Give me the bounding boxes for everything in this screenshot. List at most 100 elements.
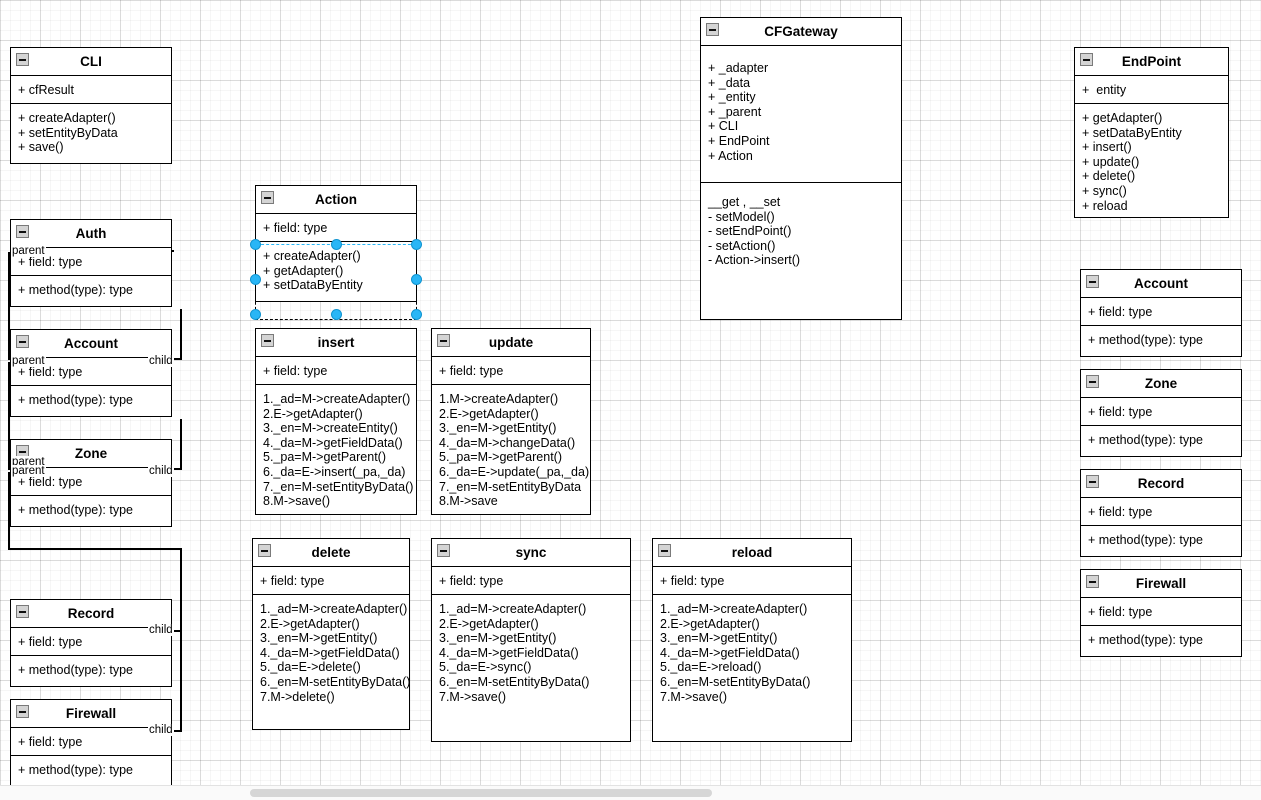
operation-row: 1._ad=M->createAdapter() (260, 602, 408, 616)
operation-row: 1.M->createAdapter() (439, 392, 559, 406)
resize-handle-bottom-center[interactable] (331, 309, 342, 320)
class-box-delete[interactable]: delete + field: type 1._ad=M->createAdap… (252, 538, 410, 730)
class-attributes-update: + field: type (432, 357, 590, 385)
class-box-update[interactable]: update + field: type 1.M->createAdapter(… (431, 328, 591, 515)
class-box-cli[interactable]: CLI + cfResult + createAdapter() + setEn… (10, 47, 172, 164)
class-box-firewall-right[interactable]: Firewall + field: type + method(type): t… (1080, 569, 1242, 657)
minus-box-icon[interactable] (1086, 575, 1099, 588)
resize-handle-top-left[interactable] (250, 239, 261, 250)
class-operations-account-right: + method(type): type (1081, 326, 1241, 355)
class-box-endpoint[interactable]: EndPoint + entity + getAdapter() + setDa… (1074, 47, 1229, 218)
class-header-update: update (432, 329, 590, 357)
minus-box-icon[interactable] (437, 334, 450, 347)
edge-label-parent: parent (11, 355, 46, 367)
class-attributes-cli: + cfResult (11, 76, 171, 104)
class-name-record-left: Record (67, 606, 115, 621)
class-operations-zone-left: + method(type): type (11, 496, 171, 525)
minus-box-icon[interactable] (1086, 375, 1099, 388)
connector-zone-record-vert-left (8, 472, 10, 550)
minus-box-icon[interactable] (16, 705, 29, 718)
class-box-firewall-left[interactable]: Firewall + field: type + method(type): t… (10, 699, 172, 787)
resize-handle-middle-right[interactable] (411, 274, 422, 285)
class-attributes-sync: + field: type (432, 567, 630, 595)
class-attributes-zone-right: + field: type (1081, 398, 1241, 426)
operation-row: + method(type): type (18, 663, 133, 677)
class-operations-cfgateway: __get , __set - setModel() - setEndPoint… (701, 183, 901, 275)
class-attributes-action: + field: type (256, 214, 416, 242)
minus-box-icon[interactable] (16, 605, 29, 618)
class-box-action[interactable]: Action + field: type + createAdapter() +… (255, 185, 417, 302)
resize-handle-bottom-left[interactable] (250, 309, 261, 320)
minus-box-icon[interactable] (1086, 475, 1099, 488)
operation-row: 7.M->delete() (260, 689, 335, 704)
minus-box-icon[interactable] (16, 53, 29, 66)
class-attributes-account-right: + field: type (1081, 298, 1241, 326)
class-operations-record-right: + method(type): type (1081, 526, 1241, 555)
class-box-zone-right[interactable]: Zone + field: type + method(type): type (1080, 369, 1242, 457)
class-box-account-left[interactable]: Account + field: type + method(type): ty… (10, 329, 172, 417)
class-box-record-right[interactable]: Record + field: type + method(type): typ… (1080, 469, 1242, 557)
class-box-sync[interactable]: sync + field: type 1._ad=M->createAdapte… (431, 538, 631, 742)
class-box-insert[interactable]: insert + field: type 1._ad=M->createAdap… (255, 328, 417, 515)
minus-box-icon[interactable] (261, 191, 274, 204)
class-header-record-left: Record (11, 600, 171, 628)
minus-box-icon[interactable] (1080, 53, 1093, 66)
operation-row: 5._da=E->delete() (260, 660, 361, 675)
class-header-reload: reload (653, 539, 851, 567)
minus-box-icon[interactable] (706, 23, 719, 36)
resize-handle-middle-left[interactable] (250, 274, 261, 285)
operation-row: 7.M->save() (660, 689, 728, 704)
minus-box-icon[interactable] (258, 544, 271, 557)
class-box-record-left[interactable]: Record + field: type + method(type): typ… (10, 599, 172, 687)
operation-row: 6._en=M-setEntityByData() (260, 674, 411, 689)
class-header-zone-right: Zone (1081, 370, 1241, 398)
minus-box-icon[interactable] (261, 334, 274, 347)
class-box-cfgateway[interactable]: CFGateway + _adapter + _data + _entity +… (700, 17, 902, 320)
minus-box-icon[interactable] (16, 445, 29, 458)
resize-handle-bottom-right[interactable] (411, 309, 422, 320)
resize-handle-top-center[interactable] (331, 239, 342, 250)
class-box-account-right[interactable]: Account + field: type + method(type): ty… (1080, 269, 1242, 357)
attribute-row: + field: type (1088, 305, 1153, 319)
minus-box-icon[interactable] (658, 544, 671, 557)
class-name-action: Action (315, 192, 357, 207)
connector-account-zone-vert-left (8, 362, 10, 469)
class-attributes-firewall-right: + field: type (1081, 598, 1241, 626)
operation-row: __get , __set (708, 195, 781, 209)
attribute-row: + field: type (263, 221, 328, 235)
operation-row: 1._ad=M->createAdapter() (660, 602, 808, 616)
operation-row: 2.E->getAdapter() (660, 616, 760, 631)
class-operations-action: + createAdapter() + getAdapter() + setDa… (256, 242, 416, 300)
operation-row: 5._da=E->reload() (660, 660, 762, 675)
minus-box-icon[interactable] (1086, 275, 1099, 288)
attribute-row: + EndPoint (708, 133, 770, 148)
operation-row: 4._da=M->getFieldData() (263, 435, 403, 450)
class-name-update: update (488, 335, 534, 350)
operation-row: 5._pa=M->getParent() (439, 450, 562, 465)
class-header-firewall-left: Firewall (11, 700, 171, 728)
attribute-row: + field: type (18, 475, 83, 489)
operation-row: + createAdapter() (18, 111, 116, 125)
horizontal-scrollbar-track[interactable] (0, 785, 1261, 800)
attribute-row: + field: type (18, 255, 83, 269)
attribute-row: + field: type (439, 574, 504, 588)
class-box-reload[interactable]: reload + field: type 1._ad=M->createAdap… (652, 538, 852, 742)
class-attributes-cfgateway: + _adapter + _data + _entity + _parent +… (701, 46, 901, 183)
class-box-zone-left[interactable]: Zone + field: type + method(type): type (10, 439, 172, 527)
class-operations-insert: 1._ad=M->createAdapter() 2.E->getAdapter… (256, 385, 416, 516)
operation-row: + method(type): type (1088, 633, 1203, 647)
minus-box-icon[interactable] (16, 225, 29, 238)
resize-handle-top-right[interactable] (411, 239, 422, 250)
class-header-firewall-right: Firewall (1081, 570, 1241, 598)
operation-row: + method(type): type (18, 503, 133, 517)
horizontal-scrollbar-thumb[interactable] (250, 789, 712, 797)
operation-row: 3._en=M->getEntity() (439, 421, 557, 436)
class-box-auth[interactable]: Auth + field: type + method(type): type (10, 219, 172, 307)
connector-zone-firewall-vert-right (180, 630, 182, 732)
class-name-account-left: Account (64, 336, 118, 351)
minus-box-icon[interactable] (16, 335, 29, 348)
minus-box-icon[interactable] (437, 544, 450, 557)
operation-row: 2.E->getAdapter() (260, 616, 360, 631)
operation-row: 5._pa=M->getParent() (263, 450, 386, 465)
